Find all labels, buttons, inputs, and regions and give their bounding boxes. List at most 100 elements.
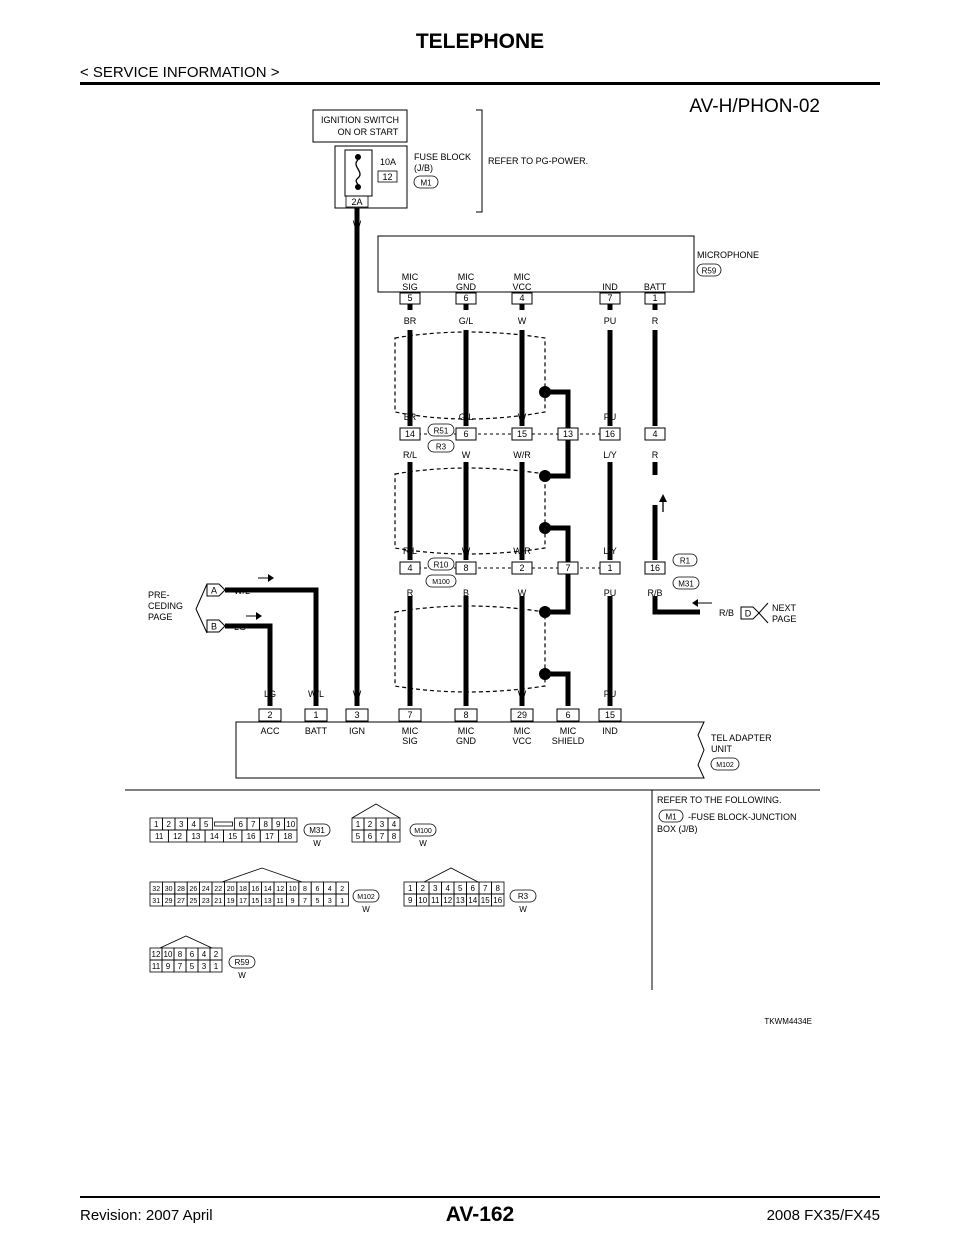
refer-line-1: REFER TO THE FOLLOWING. xyxy=(657,795,782,805)
jc1-pin-box xyxy=(557,427,579,441)
tel-pin-label-2: SIG xyxy=(402,736,418,746)
connector-cavity: 12 xyxy=(173,832,182,841)
connector-cavity: 19 xyxy=(227,898,235,905)
tel-pin-number-box xyxy=(345,708,369,722)
tel-pin-label-2: GND xyxy=(456,736,477,746)
next-wire-color: R/B xyxy=(719,608,734,618)
connector-cavity: 29 xyxy=(165,898,173,905)
next-page-ref: R/B D NEXT PAGE xyxy=(692,599,797,624)
jc2-pin: 7 xyxy=(565,563,570,573)
connector-id: M31 xyxy=(309,826,325,835)
connector-color: W xyxy=(419,839,427,848)
tel-pin-label: MIC xyxy=(560,726,577,736)
connector-cavity: 11 xyxy=(152,962,161,971)
jc2-top-color: R/L xyxy=(403,546,417,556)
mic-pin-label-top: MIC xyxy=(514,272,531,282)
jc2-pin: 1 xyxy=(607,563,612,573)
jc2-pin-box xyxy=(644,561,666,575)
mic-pin-label: IND xyxy=(602,282,618,292)
tel-pin-number: 3 xyxy=(354,710,359,720)
jc1-pin-box xyxy=(511,427,533,441)
connector-cavity: 9 xyxy=(166,962,171,971)
jc2-pin-box xyxy=(399,561,421,575)
mic-wire-color: R xyxy=(652,316,659,326)
ignition-label-1: IGNITION SWITCH xyxy=(321,115,399,125)
tel-pin-label: IGN xyxy=(349,726,365,736)
connector-cavity: 16 xyxy=(493,896,502,905)
tel-pin-label: BATT xyxy=(305,726,328,736)
tel-pin-label-2: SHIELD xyxy=(552,736,585,746)
connector-cavity: 12 xyxy=(443,896,452,905)
jc2-conn-b: M100 xyxy=(432,579,450,586)
tel-wire-color: W/L xyxy=(308,689,324,699)
tel-pin-number-box xyxy=(258,708,282,722)
jc1-bottom-color: W/R xyxy=(513,450,531,460)
connector-cavity: 17 xyxy=(265,832,274,841)
jc1-bottom-color: W xyxy=(462,450,471,460)
tel-pin-number-box xyxy=(304,708,328,722)
connector-cavity: 18 xyxy=(239,886,247,893)
connector-cavity: 7 xyxy=(251,820,256,829)
jc2-pin-box xyxy=(455,561,477,575)
tel-wire-color: W xyxy=(353,689,362,699)
connector-cavity: 2 xyxy=(368,820,373,829)
connector-cavity: 6 xyxy=(239,820,244,829)
connector-cavity: 30 xyxy=(165,886,173,893)
mic-pin-number: 5 xyxy=(407,293,412,303)
connector-cavity: 3 xyxy=(433,884,438,893)
jc2-conn-a: R10 xyxy=(434,561,449,570)
tel-pin-number: 29 xyxy=(517,710,527,720)
connector-cavity: 13 xyxy=(456,896,465,905)
connector-cavity: 10 xyxy=(289,886,297,893)
connector-cavity: 25 xyxy=(190,898,198,905)
connector-cavity: 6 xyxy=(471,884,476,893)
connector-cavity: 2 xyxy=(167,820,172,829)
tel-pin-label: IND xyxy=(602,726,618,736)
preceding-label-1: PRE- xyxy=(148,590,170,600)
connector-cavity: 11 xyxy=(431,896,440,905)
jc2-pin-box xyxy=(557,561,579,575)
connector-cavity: 18 xyxy=(283,832,292,841)
mic-pin-number: 1 xyxy=(652,293,657,303)
jc2-bottom-color: PU xyxy=(604,588,617,598)
fuse-number: 12 xyxy=(382,172,392,182)
microphone-name: MICROPHONE xyxy=(697,250,759,260)
connector-cavity: 8 xyxy=(178,950,183,959)
connector-cavity: 7 xyxy=(178,962,183,971)
jc2-conn-c: R1 xyxy=(680,557,691,566)
connector-cavity: 27 xyxy=(177,898,185,905)
tel-pin-number-box xyxy=(556,708,580,722)
connector-cavity: 3 xyxy=(328,898,332,905)
mic-pin-number: 6 xyxy=(463,293,468,303)
mic-pin-label-top: MIC xyxy=(402,272,419,282)
jc2-bottom-color: B xyxy=(463,588,469,598)
footer-model: 2008 FX35/FX45 xyxy=(766,1207,880,1224)
tel-pin-number: 8 xyxy=(463,710,468,720)
connector-id: M102 xyxy=(357,894,375,901)
connector-cavity: 8 xyxy=(392,832,397,841)
refer-box: REFER TO THE FOLLOWING. M1 -FUSE BLOCK-J… xyxy=(657,795,797,834)
connector-cavity: 4 xyxy=(446,884,451,893)
tel-pin-label: MIC xyxy=(458,726,475,736)
connector-id: M100 xyxy=(414,828,432,835)
connector-cavity: 16 xyxy=(252,886,260,893)
refer-line-3: BOX (J/B) xyxy=(657,824,698,834)
diagram-code: AV-H/PHON-02 xyxy=(689,96,820,117)
tel-wire-color: W xyxy=(518,689,527,699)
preceding-page-refs: PRE- CEDING PAGE A W/L B LG xyxy=(148,574,274,634)
jc1-bottom-color: R/L xyxy=(403,450,417,460)
preceding-b-color: LG xyxy=(234,622,246,632)
connector-cavity: 1 xyxy=(340,898,344,905)
microphone-connector: R59 xyxy=(702,267,717,276)
jc1-pin-box xyxy=(599,427,621,441)
connector-cavity: 2 xyxy=(340,886,344,893)
next-label-2: PAGE xyxy=(772,614,796,624)
jc1-pin: 6 xyxy=(463,429,468,439)
tel-pin-number-box xyxy=(598,708,622,722)
jc1-top-color: G/L xyxy=(459,412,474,422)
connector-cavity: 1 xyxy=(214,962,219,971)
shield-ellipses xyxy=(394,331,546,693)
jc1-pin-box xyxy=(399,427,421,441)
